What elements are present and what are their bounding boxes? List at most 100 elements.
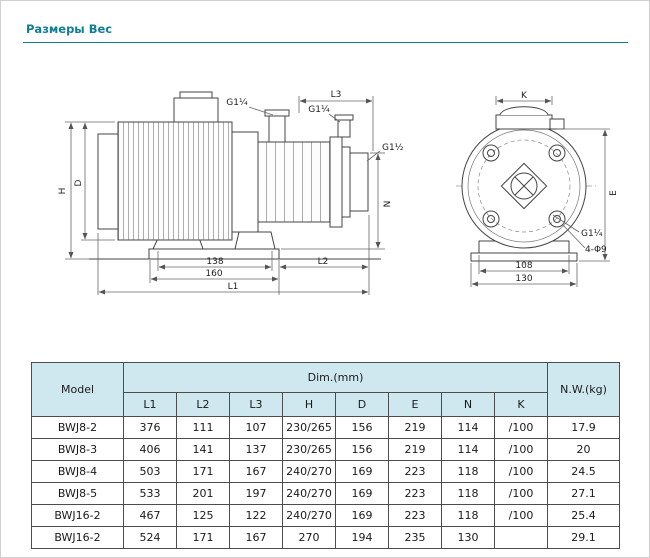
- pump-side-view: [89, 91, 381, 260]
- cell-model: BWJ8-2: [31, 416, 124, 439]
- cell-e: 219: [388, 416, 442, 439]
- cell-l2: 125: [176, 504, 230, 527]
- dim-label-d: D: [74, 179, 84, 186]
- header-col-l1: L1: [123, 392, 177, 417]
- cell-l1: 406: [123, 438, 177, 461]
- side-view-labels: G1¼ L3 G1¼ G1½ H D N 138 160 L2 L1: [58, 90, 404, 292]
- dim-label-e: E: [609, 190, 619, 196]
- cell-l3: 122: [229, 504, 283, 527]
- cell-e: 223: [388, 460, 442, 483]
- cell-l2: 111: [176, 416, 230, 439]
- cell-n: 114: [441, 438, 495, 461]
- cell-l1: 524: [123, 526, 177, 549]
- cell-l1: 376: [123, 416, 177, 439]
- cell-n: 130: [441, 526, 495, 549]
- header-dim-group: Dim.(mm): [122, 362, 549, 393]
- front-view-dimension-lines: [470, 96, 610, 287]
- front-view-labels: K E G1¼ 4-Φ9 108 130: [515, 91, 619, 284]
- cell-l2: 201: [176, 482, 230, 505]
- cell-e: 223: [388, 482, 442, 505]
- cell-d: 156: [335, 438, 389, 461]
- cell-l2: 171: [176, 526, 230, 549]
- header-col-n: N: [441, 392, 495, 417]
- dim-label-g14-front: G1¼: [581, 229, 603, 239]
- cell-nw: 27.1: [547, 482, 621, 505]
- cell-nw: 25.4: [547, 504, 621, 527]
- cell-model: BWJ8-3: [31, 438, 124, 461]
- cell-n: 118: [441, 460, 495, 483]
- header-col-h: H: [282, 392, 336, 417]
- cell-h: 230/265: [282, 416, 336, 439]
- cell-e: 219: [388, 438, 442, 461]
- cell-nw: 17.9: [547, 416, 621, 439]
- technical-drawings: G1¼ L3 G1¼ G1½ H D N 138 160 L2 L1: [58, 90, 619, 295]
- header-col-k: K: [493, 392, 549, 417]
- dim-label-g12-discharge: G1½: [382, 143, 404, 153]
- title-divider: [23, 42, 628, 43]
- cell-model: BWJ16-2: [31, 504, 124, 527]
- cell-h: 230/265: [282, 438, 336, 461]
- table-row: BWJ16-2 524 171 167 270 194 235 130 29.1: [31, 526, 621, 549]
- table-row: BWJ16-2 467 125 122 240/270 169 223 118 …: [31, 504, 621, 527]
- table-header-row-1: Model Dim.(mm) N.W.(kg): [31, 362, 621, 417]
- dim-label-160: 160: [205, 269, 222, 279]
- header-col-l2: L2: [176, 392, 230, 417]
- pump-front-view: [456, 106, 596, 265]
- dim-label-k: K: [521, 91, 528, 101]
- page-title: Размеры Вес: [26, 22, 113, 36]
- table-row: BWJ8-5 533 201 197 240/270 169 223 118 /…: [31, 482, 621, 505]
- dim-label-n: N: [383, 201, 393, 208]
- cell-h: 240/270: [282, 460, 336, 483]
- cell-e: 235: [388, 526, 442, 549]
- dim-label-g14-suction: G1¼: [226, 98, 248, 108]
- cell-model: BWJ8-4: [31, 460, 124, 483]
- dimensions-table: Model Dim.(mm) N.W.(kg) L1 L2 L3 H D E N…: [31, 362, 621, 549]
- cell-l3: 197: [229, 482, 283, 505]
- table-row: BWJ8-4 503 171 167 240/270 169 223 118 /…: [31, 460, 621, 483]
- dim-label-l2: L2: [318, 257, 329, 267]
- cell-k: /100: [493, 438, 549, 461]
- cell-k: /100: [493, 416, 549, 439]
- header-col-l3: L3: [229, 392, 283, 417]
- header-nw: N.W.(kg): [547, 362, 621, 417]
- cell-nw: 29.1: [547, 526, 621, 549]
- cell-l3: 137: [229, 438, 283, 461]
- cell-h: 240/270: [282, 482, 336, 505]
- dim-label-138: 138: [206, 257, 223, 267]
- cell-d: 156: [335, 416, 389, 439]
- dim-label-l3: L3: [331, 90, 342, 100]
- side-view-dimension-lines: [65, 96, 385, 295]
- cell-k: /100: [493, 482, 549, 505]
- header-col-e: E: [388, 392, 442, 417]
- cell-nw: 20: [547, 438, 621, 461]
- cell-l3: 167: [229, 460, 283, 483]
- cell-n: 118: [441, 504, 495, 527]
- header-model: Model: [31, 362, 124, 417]
- cell-n: 114: [441, 416, 495, 439]
- cell-h: 270: [282, 526, 336, 549]
- cell-nw: 24.5: [547, 460, 621, 483]
- cell-k: /100: [493, 504, 549, 527]
- cell-l1: 533: [123, 482, 177, 505]
- cell-l2: 141: [176, 438, 230, 461]
- cell-l3: 167: [229, 526, 283, 549]
- cell-d: 169: [335, 504, 389, 527]
- cell-l1: 503: [123, 460, 177, 483]
- cell-d: 194: [335, 526, 389, 549]
- cell-d: 169: [335, 482, 389, 505]
- cell-model: BWJ16-2: [31, 526, 124, 549]
- table-row: BWJ8-2 376 111 107 230/265 156 219 114 /…: [31, 416, 621, 439]
- cell-d: 169: [335, 460, 389, 483]
- cell-k: [493, 526, 549, 549]
- table-header-row-2: L1 L2 L3 H D E N K: [32, 392, 620, 417]
- cell-e: 223: [388, 504, 442, 527]
- cell-k: /100: [493, 460, 549, 483]
- cell-h: 240/270: [282, 504, 336, 527]
- dim-label-h: H: [58, 188, 68, 195]
- cell-l2: 171: [176, 460, 230, 483]
- dim-label-bolt-holes: 4-Φ9: [585, 245, 607, 255]
- cell-l3: 107: [229, 416, 283, 439]
- cell-l1: 467: [123, 504, 177, 527]
- table-row: BWJ8-3 406 141 137 230/265 156 219 114 /…: [31, 438, 621, 461]
